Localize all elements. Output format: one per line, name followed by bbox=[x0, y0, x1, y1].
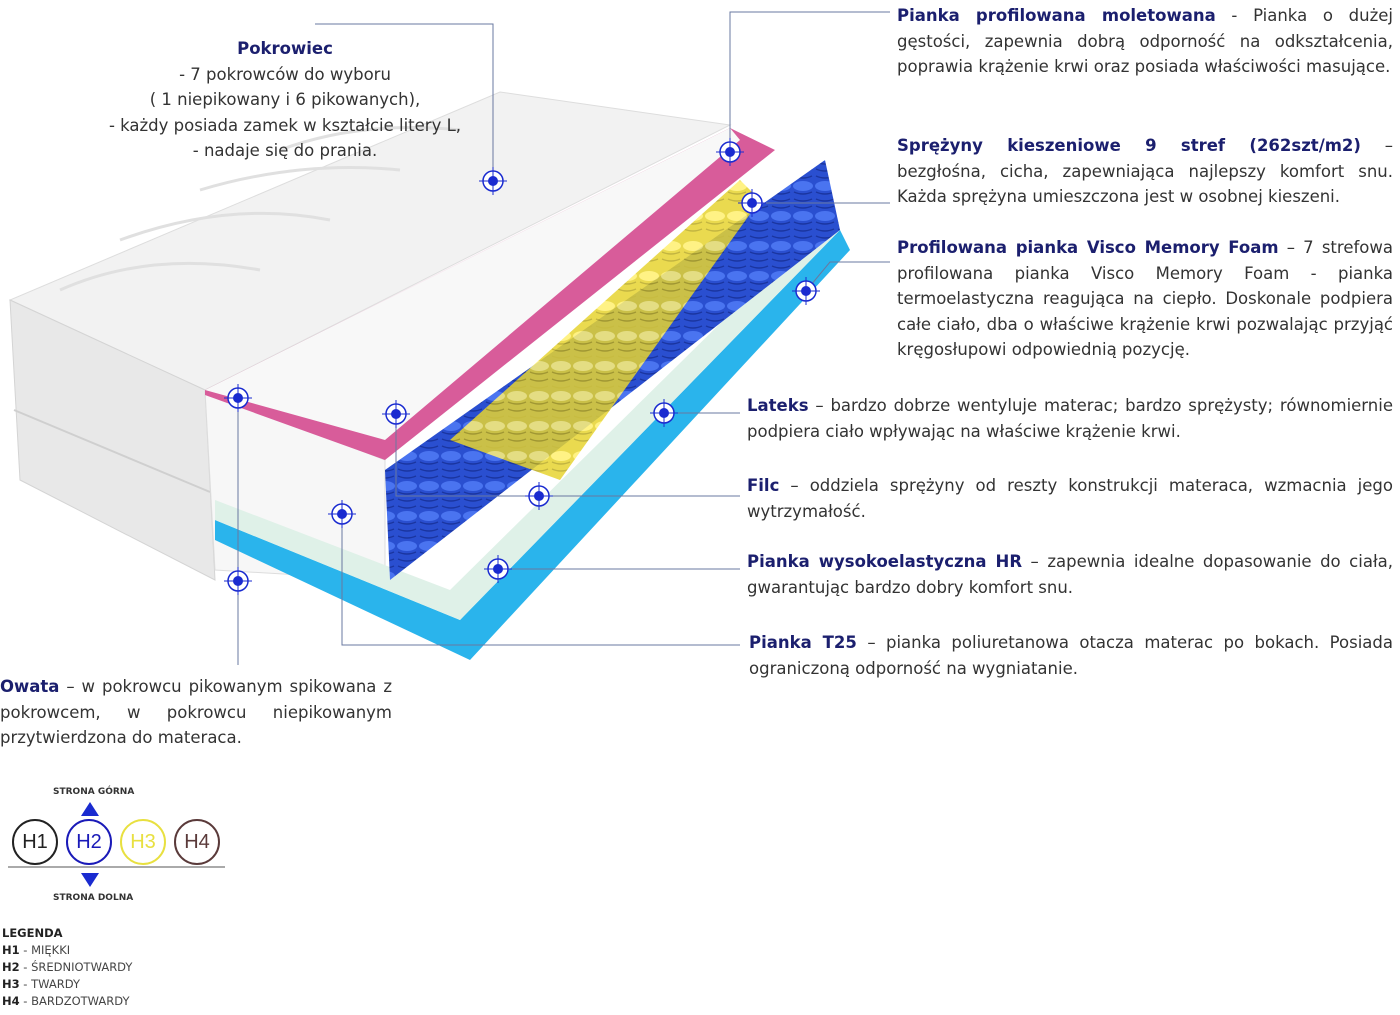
hardness-h2: H2 bbox=[66, 819, 112, 865]
legend-desc: - ŚREDNIOTWARDY bbox=[19, 960, 133, 974]
callout-line: - każdy posiada zamek w kształcie litery… bbox=[108, 115, 462, 135]
cover-side bbox=[9, 299, 216, 581]
marker-icon bbox=[328, 500, 356, 528]
callout-line: - nadaje się do prania. bbox=[192, 141, 378, 161]
marker-icon bbox=[382, 400, 410, 428]
hardness-h3: H3 bbox=[120, 819, 166, 865]
top-side-label: STRONA GÓRNA bbox=[53, 787, 135, 797]
legend-code: H4 bbox=[2, 994, 20, 1008]
callout-text: – bezgłośna, cicha, zapewniająca najleps… bbox=[897, 136, 1393, 207]
callout-title: Pianka profilowana moletowana bbox=[897, 6, 1216, 25]
callout-text: – bardzo dobrze wentyluje materac; bardz… bbox=[747, 396, 1393, 441]
callout-hr: Pianka wysokoelastyczna HR – zapewnia id… bbox=[747, 549, 1393, 600]
callout-filc: Filc – oddziela sprężyny od reszty konst… bbox=[747, 473, 1393, 524]
legend-desc: - TWARDY bbox=[19, 977, 80, 991]
callout-title: Profilowana pianka Visco Memory Foam bbox=[897, 238, 1279, 257]
callout-sprezyny: Sprężyny kieszeniowe 9 stref (262szt/m2)… bbox=[897, 133, 1393, 210]
legend-code: H3 bbox=[2, 977, 20, 991]
arrow-up-icon bbox=[81, 802, 99, 816]
marker-icon bbox=[224, 567, 252, 595]
marker-icon bbox=[224, 384, 252, 412]
callout-owata: Owata – w pokrowcu pikowanym spikowana z… bbox=[0, 674, 392, 751]
marker-icon bbox=[525, 482, 553, 510]
callout-pokrowiec: Pokrowiec - 7 pokrowców do wyboru ( 1 ni… bbox=[90, 36, 480, 164]
legend-item: H3 - TWARDY bbox=[2, 977, 80, 991]
marker-icon bbox=[484, 555, 512, 583]
marker-icon bbox=[650, 399, 678, 427]
callout-title: Pianka T25 bbox=[749, 633, 857, 652]
callout-t25: Pianka T25 – pianka poliuretanowa otacza… bbox=[749, 630, 1393, 681]
callout-lateks: Lateks – bardzo dobrze wentyluje materac… bbox=[747, 393, 1393, 444]
hardness-h4: H4 bbox=[174, 819, 220, 865]
legend-item: H1 - MIĘKKI bbox=[2, 943, 70, 957]
marker-icon bbox=[716, 138, 744, 166]
arrow-down-icon bbox=[81, 873, 99, 887]
legend-title: LEGENDA bbox=[2, 926, 63, 940]
marker-icon bbox=[479, 167, 507, 195]
callout-text: – oddziela sprężyny od reszty konstrukcj… bbox=[747, 476, 1393, 521]
legend-item: H2 - ŚREDNIOTWARDY bbox=[2, 960, 132, 974]
callout-title: Owata bbox=[0, 677, 60, 696]
hr-foam-layer bbox=[215, 230, 850, 660]
legend-desc: - BARDZOTWARDY bbox=[19, 994, 130, 1008]
bottom-side-label: STRONA DOLNA bbox=[53, 893, 134, 903]
callout-text: – zapewnia idealne dopasowanie do ciała,… bbox=[747, 552, 1393, 597]
marker-icon bbox=[792, 277, 820, 305]
callout-text: - Pianka o dużej gęstości, zapewnia dobr… bbox=[897, 6, 1393, 77]
legend-code: H1 bbox=[2, 943, 20, 957]
callout-text: – 7 strefowa profilowana pianka Visco Me… bbox=[897, 238, 1393, 360]
callout-title: Lateks bbox=[747, 396, 809, 415]
callout-line: ( 1 niepikowany i 6 pikowanych), bbox=[149, 90, 421, 110]
markers bbox=[224, 138, 820, 595]
legend: LEGENDA H1 - MIĘKKI H2 - ŚREDNIOTWARDY H… bbox=[2, 925, 132, 1010]
callout-text: – pianka poliuretanowa otacza materac po… bbox=[749, 633, 1393, 678]
callout-title: Filc bbox=[747, 476, 780, 495]
callout-text: – w pokrowcu pikowanym spikowana z pokro… bbox=[0, 677, 392, 748]
marker-icon bbox=[738, 189, 766, 217]
legend-desc: - MIĘKKI bbox=[19, 943, 71, 957]
callout-title: Sprężyny kieszeniowe 9 stref (262szt/m2) bbox=[897, 136, 1361, 155]
callout-line: - 7 pokrowców do wyboru bbox=[179, 64, 391, 84]
legend-item: H4 - BARDZOTWARDY bbox=[2, 994, 130, 1008]
legend-code: H2 bbox=[2, 960, 20, 974]
hardness-h1: H1 bbox=[12, 819, 58, 865]
callout-moletowana: Pianka profilowana moletowana - Pianka o… bbox=[897, 3, 1393, 80]
callout-title: Pokrowiec bbox=[237, 39, 333, 58]
callout-title: Pianka wysokoelastyczna HR bbox=[747, 552, 1023, 571]
callout-visco: Profilowana pianka Visco Memory Foam – 7… bbox=[897, 235, 1393, 363]
